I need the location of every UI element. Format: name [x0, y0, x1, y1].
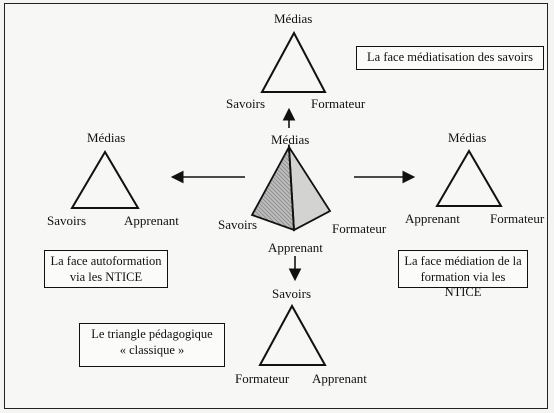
left-right-label: Apprenant: [124, 213, 179, 228]
right-apex-label: Médias: [448, 130, 487, 145]
caption-mediation: La face médiation de la formation via le…: [398, 250, 528, 299]
top-apex-label: Médias: [274, 11, 313, 26]
caption-mediation-line2: formation via les NTICE: [420, 269, 506, 300]
caption-mediatisation-text: La face médiatisation des savoirs: [367, 50, 533, 64]
caption-classique: Le triangle pédagogique « classique »: [79, 323, 225, 367]
bottom-right-label: Apprenant: [312, 371, 367, 386]
caption-autoformation: La face autoformation via les NTICE: [44, 250, 168, 288]
center-pyramid: [250, 143, 332, 232]
caption-autoformation-line1: La face autoformation: [50, 254, 162, 268]
bottom-left-label: Formateur: [235, 371, 290, 386]
center-left-label: Savoirs: [218, 217, 257, 232]
caption-autoformation-line2: via les NTICE: [69, 269, 143, 284]
caption-mediation-line1: La face médiation de la: [404, 254, 522, 268]
center-right-label: Formateur: [332, 221, 387, 236]
top-right-label: Formateur: [311, 96, 366, 111]
caption-classique-line1: Le triangle pédagogique: [91, 327, 213, 341]
top-left-label: Savoirs: [226, 96, 265, 111]
left-triangle: [70, 150, 140, 209]
left-apex-label: Médias: [87, 130, 126, 145]
caption-classique-line2: « classique »: [119, 342, 185, 357]
center-bottom-label: Apprenant: [268, 240, 323, 255]
center-apex-label: Médias: [271, 132, 310, 147]
right-right-label: Formateur: [490, 211, 545, 226]
right-triangle: [435, 149, 503, 207]
bottom-apex-label: Savoirs: [272, 286, 311, 301]
right-left-label: Apprenant: [405, 211, 460, 226]
caption-mediatisation: La face médiatisation des savoirs: [356, 46, 544, 70]
top-triangle: [260, 30, 327, 93]
bottom-triangle: [258, 303, 327, 366]
left-left-label: Savoirs: [47, 213, 86, 228]
